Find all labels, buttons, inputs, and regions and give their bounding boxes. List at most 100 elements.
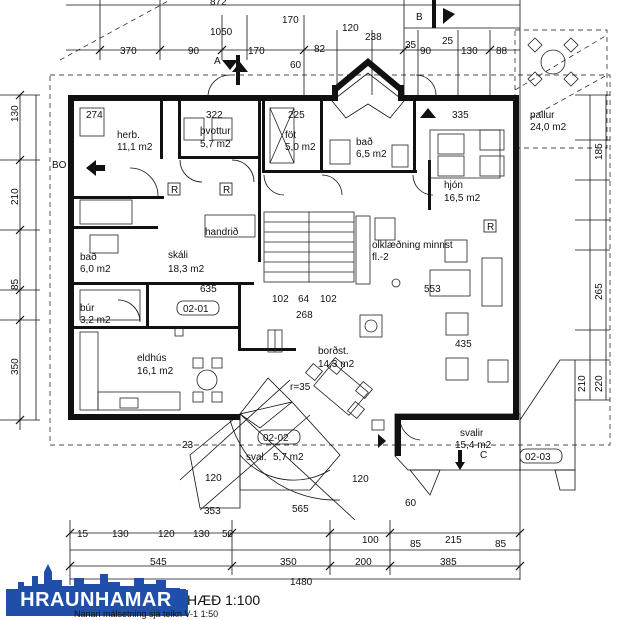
section-c-label: C — [480, 450, 487, 461]
room-area-bordst: 14,3 m2 — [318, 359, 355, 370]
dimension-ticks — [15, 45, 525, 571]
dim-label: 200 — [355, 557, 372, 568]
room-name-bad-lower: bað — [80, 251, 97, 263]
dim-label: 185 — [594, 143, 605, 160]
room-name-bur: búr — [80, 303, 95, 314]
dim-label: 100 — [362, 535, 379, 546]
room-area-bur: 3,2 m2 — [80, 315, 111, 326]
dim-label: 268 — [296, 310, 313, 321]
room-labels: herb. 11,1 m2 þvottur 5,7 m2 föt 5,0 m2 … — [80, 110, 567, 463]
dim-label: 130 — [10, 105, 21, 122]
furniture — [79, 37, 579, 431]
dim-label: 635 — [200, 284, 217, 295]
room-area-bad-upper: 6,5 m2 — [356, 149, 387, 160]
dim-label: 435 — [455, 339, 472, 350]
radius-label: r=35 — [290, 382, 311, 393]
section-b-label: B — [416, 12, 423, 23]
dim-label: 370 — [120, 46, 137, 57]
room-area-bad-lower: 6,0 m2 — [80, 264, 111, 275]
dim-label: 23 — [182, 440, 194, 451]
dim-label: 210 — [10, 188, 21, 205]
tag-label: 02-02 — [263, 433, 289, 444]
room-name-skali: skáli — [168, 250, 188, 261]
stairs — [204, 211, 355, 283]
room-name-pallur: pallur — [530, 110, 555, 121]
tag-label: 02-03 — [525, 452, 551, 463]
dimension-labels: 872 170 1050 120 238 370 90 170 82 35 90… — [10, 0, 605, 588]
bo-label: BO — [52, 160, 67, 171]
section-a-label: A — [214, 56, 221, 67]
drawing-subtitle: Nánari málsetning sjá teikn V-1 1:50 — [74, 609, 219, 619]
drawing-title: HÆÐ 1:100 — [187, 592, 261, 608]
room-area-herb: 11,1 m2 — [117, 142, 153, 153]
dim-label: 353 — [204, 506, 221, 517]
dim-label: 322 — [206, 110, 223, 121]
r-mark-label: R — [223, 185, 230, 196]
dim-label: 274 — [86, 110, 103, 121]
room-name-bad-upper: bað — [356, 136, 373, 148]
bay-windows — [189, 72, 576, 509]
dim-label: 210 — [577, 375, 588, 392]
exterior-walls — [68, 58, 519, 420]
dim-label: 64 — [298, 294, 310, 305]
interior-walls — [74, 101, 431, 456]
room-area-skali: 18,3 m2 — [168, 264, 205, 275]
dim-label: 350 — [10, 358, 21, 375]
dim-label: 82 — [314, 44, 326, 55]
dim-label: 130 — [461, 46, 478, 57]
room-name-hjon: hjón — [444, 180, 463, 191]
dim-label: 85 — [410, 539, 422, 550]
room-name-herb: herb. — [117, 130, 140, 141]
arrow-markers — [86, 0, 465, 470]
dim-label: 90 — [188, 46, 200, 57]
room-area-eldhus: 16,1 m2 — [137, 366, 174, 377]
room-area-sval: 5,7 m2 — [273, 452, 304, 463]
dim-label: 170 — [282, 15, 299, 26]
dim-label: 120 — [205, 473, 222, 484]
sval-arc — [179, 379, 356, 521]
room-name-bordst: borðst. — [318, 345, 349, 357]
brand-logo-text: HRAUNHAMAR — [6, 589, 186, 612]
dim-label: 90 — [420, 46, 432, 57]
room-area-pallur: 24,0 m2 — [530, 122, 567, 133]
dim-label: 50 — [222, 529, 234, 540]
dim-label: 35 — [405, 40, 417, 51]
room-area-fot: 5,0 m2 — [285, 142, 316, 153]
dim-label: 1480 — [290, 577, 313, 588]
room-area-thvottur: 5,7 m2 — [200, 139, 231, 150]
r-mark-label: R — [171, 185, 178, 196]
dim-label: 120 — [342, 23, 359, 34]
door-swings — [117, 74, 437, 441]
dim-label: 120 — [158, 529, 175, 540]
dim-label: 85 — [10, 278, 21, 290]
dim-label: 102 — [320, 294, 337, 305]
dim-label: 553 — [424, 284, 441, 295]
room-name-svalir: svalir — [460, 428, 484, 439]
dim-label: 85 — [495, 539, 507, 550]
room-name-fot: föt — [285, 130, 296, 141]
dim-label: 220 — [594, 375, 605, 392]
dim-label: 265 — [594, 283, 605, 300]
room-name-thvottur: þvottur — [200, 126, 231, 137]
room-area-svalir: 15,4 m2 — [455, 440, 492, 451]
dim-label: 1050 — [210, 27, 233, 38]
dim-label: 238 — [365, 32, 382, 43]
dim-label: 15 — [77, 529, 89, 540]
handrid-label: handrið — [205, 226, 239, 238]
dimension-lines — [0, 0, 610, 585]
dim-label: 60 — [405, 498, 417, 509]
dim-label: 545 — [150, 557, 167, 568]
tag-label: 02-01 — [183, 304, 209, 315]
dim-label: 350 — [280, 557, 297, 568]
dim-label: 385 — [440, 557, 457, 568]
dim-label: 60 — [290, 60, 302, 71]
misc-labels: handrið BO R R R A B C r=35 02-01 02-02 … — [52, 12, 551, 463]
dashed-outline — [49, 0, 611, 446]
room-name-sval: sval. — [246, 452, 267, 463]
room-name-eldhus: eldhús — [137, 353, 166, 364]
room-name-stofa: olklæðning minnst — [372, 239, 453, 251]
dim-label: 88 — [496, 46, 508, 57]
dim-label: 335 — [452, 110, 469, 121]
dim-label: 225 — [288, 110, 305, 121]
